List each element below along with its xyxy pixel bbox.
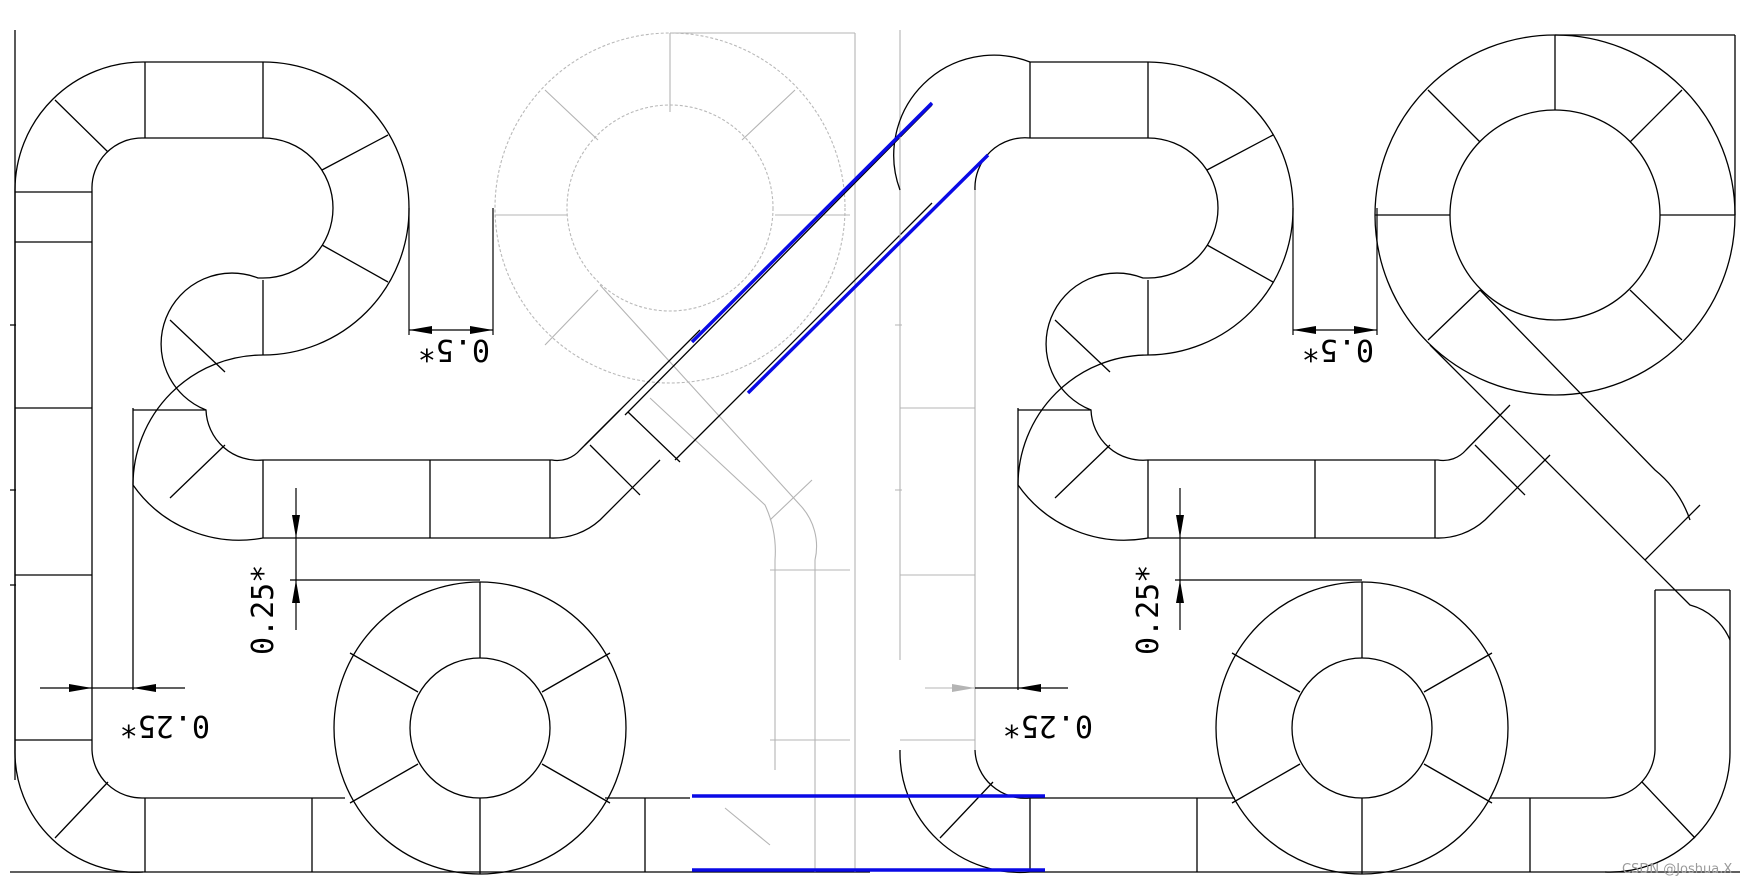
dimension-bottom-right: 0.25* [925, 684, 1093, 743]
dimension-mid-left: 0.25* [246, 488, 480, 655]
dim-label-top-left: 0.5* [418, 332, 490, 367]
watermark: CSDN @Joshua.X [1622, 862, 1732, 877]
dim-label-mid-right: 0.25* [1131, 565, 1166, 655]
ghost-loop-left [494, 32, 856, 872]
left-track-layout [10, 30, 870, 875]
dim-label-top-right: 0.5* [1302, 332, 1374, 367]
right-track-layout [893, 30, 1740, 875]
dim-label-bottom-left: 0.25* [120, 708, 210, 743]
dimension-top-left: 0.5* [408, 208, 494, 367]
dimension-top-right: 0.5* [1292, 208, 1378, 367]
dimension-bottom-left: 0.25* [40, 684, 210, 743]
dimension-mid-right: 0.25* [1131, 488, 1362, 655]
highlighted-edges [690, 101, 1045, 872]
diagonal-connector [584, 104, 933, 463]
dim-label-bottom-right: 0.25* [1003, 708, 1093, 743]
dim-label-mid-left: 0.25* [246, 565, 281, 655]
